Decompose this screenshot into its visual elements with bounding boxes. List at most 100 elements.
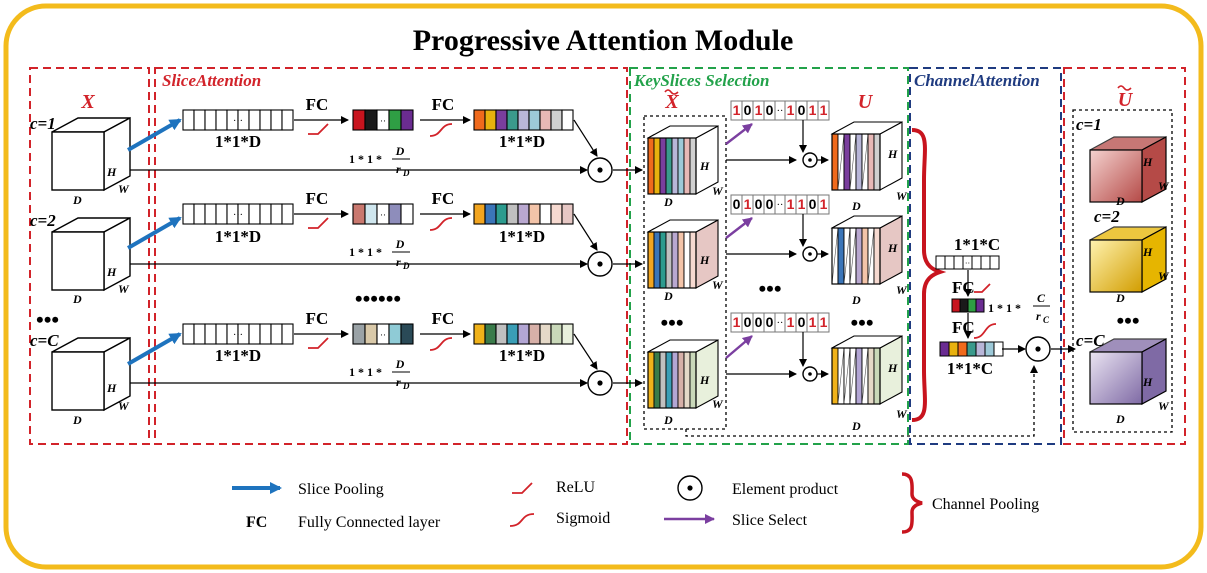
vector-cell [281,323,294,345]
bit-value: 1 [733,102,741,118]
slice-attention-rows: ··· 1*1*D FC ·· 1 * 1 * D r D FC 1*1*D ·… [182,95,598,391]
ca-top-vector: ·· [935,255,1000,270]
slice-front [665,351,673,409]
input-channel-label-2: c=2 [30,211,56,230]
output-dim-h-3: H [1142,375,1153,389]
element-product-circles [587,157,613,396]
slice-front [671,231,679,289]
input-channel-label-1: c=1 [30,114,56,133]
legend-sigmoid-icon [509,513,535,527]
vector-cell [193,203,206,225]
mid-vector-cell [388,203,402,225]
product-dot [808,252,812,256]
input-cube-2 [51,216,131,292]
sa-sigmoid-icon-2 [429,217,453,231]
sa-sigmoid-icon-1 [429,123,453,137]
out-vector-cell [561,323,574,345]
sa-vector-label-2: 1*1*D [215,227,261,246]
slice-front [653,137,661,195]
ca-mid-cell [959,298,969,313]
out-vector-cell [528,203,541,225]
legend-element-product-icon [677,475,703,501]
ca-out-cell [948,341,959,357]
sa-empty-vector-2: ··· [182,203,294,225]
product-dot [687,485,693,491]
slice-hatch [837,347,845,405]
vector-cell [215,323,228,345]
slice-front [671,351,679,409]
mid-vector-cell [352,203,366,225]
x-tilde-stack-3 [646,339,719,409]
legend-relu-label: ReLU [556,479,596,496]
bit-sep: ·· [777,106,784,117]
slice-front [861,227,869,285]
slice-front [855,347,863,405]
out-vector-cell [495,203,508,225]
bit-value: 0 [809,196,817,212]
ca-bottom-label: 1*1*C [947,359,993,378]
bit-value: 0 [744,314,752,330]
sa-fc-label-3b: FC [432,309,455,328]
vector-cell [248,323,261,345]
input-dim-d-3: D [72,413,82,427]
out-vector-cell [528,109,541,131]
x-tilde-dim-d-3: D [663,413,673,427]
sa-empty-vector-3: ··· [182,323,294,345]
sa-mid-vector-2: ·· [352,203,414,225]
u-dim-d-1: D [851,199,861,213]
vector-cell [259,323,272,345]
out-vector-cell [484,203,497,225]
output-dim-d-3: D [1115,412,1125,426]
ca-out-cell [957,341,968,357]
ca-out-cell [975,341,986,357]
output-group-box [1072,109,1173,433]
out-vector-cell [539,323,552,345]
out-vector-cell [517,109,530,131]
out-vector-cell [550,109,563,131]
ca-reduced-sub: C [1043,315,1050,325]
slice-hatch [837,133,845,191]
slice-hatch [849,227,857,285]
output-dim-d-1: D [1115,194,1125,208]
slice-dim-h: H [887,361,898,375]
ca-out-cell [984,341,995,357]
legend-element-product-circle [677,475,703,501]
x-tilde-stack-2 [646,219,719,289]
output-channel-label-3: c=C [1076,331,1105,350]
input-var-x: X [80,91,95,113]
output-cube-2 [1089,225,1167,294]
slice-pooling-arrow-1 [127,118,182,152]
u-dots: ••• [850,310,873,335]
slice-front [677,231,685,289]
ca-reduced-prefix: 1 * 1 * [988,301,1021,315]
output-cube-1 [1089,135,1167,204]
out-vector-cell [550,323,563,345]
mid-vector-cell [400,203,414,225]
x-tilde-dim-d-1: D [663,195,673,209]
output-dim-h-1: H [1142,155,1153,169]
input-channel-label-3: c=C [30,331,59,350]
slice-front-outline [647,351,697,409]
ks-middle-dots: ••• [758,276,781,301]
vector-ellipsis: ··· [233,210,243,221]
output-channel-dots: ••• [1116,308,1139,333]
sa-reduced-den-2: r [396,255,401,269]
bit-value: 0 [798,102,806,118]
legend-channel-pooling-label: Channel Pooling [932,496,1039,513]
sa-fc-label-1a: FC [306,95,329,114]
slice-pooling-arrow-2 [127,216,182,250]
select-product-icon-1 [802,152,818,168]
bit-value: 0 [766,102,774,118]
bit-value: 1 [787,196,795,212]
ca-out-cell [939,341,950,357]
page-title: Progressive Attention Module [413,24,794,57]
vector-cell [281,109,294,131]
slice-front [843,133,851,191]
sa-sigmoid-icon-3 [429,337,453,351]
out-vector-cell [495,109,508,131]
out-vector-cell [473,109,486,131]
legend-fc-key: FC [246,514,267,531]
ca-vector-cell [980,255,991,270]
vector-cell [204,203,217,225]
legend: Slice Pooling FC Fully Connected layer R… [232,472,1039,534]
